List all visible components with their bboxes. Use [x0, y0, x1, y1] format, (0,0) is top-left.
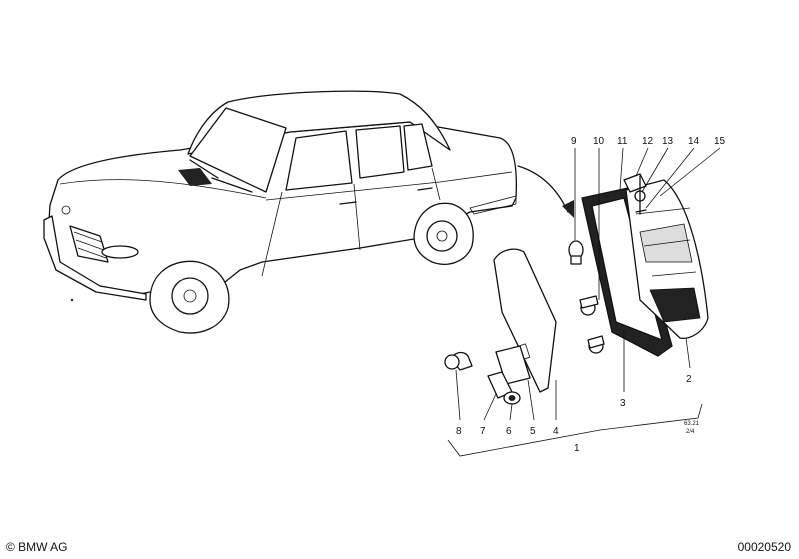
- part-6-grommet: [503, 391, 521, 405]
- callout-3: 3: [620, 398, 626, 409]
- callout-12: 12: [642, 136, 654, 147]
- callout-13: 13: [662, 136, 674, 147]
- part-2-lens: [625, 179, 709, 339]
- part-bulb-lower: [587, 335, 605, 354]
- leader-lines: [447, 147, 721, 457]
- callout-7: 7: [480, 426, 486, 437]
- code-line-2: 2/4: [686, 429, 695, 435]
- part-9-bulb: [568, 240, 584, 265]
- callout-11: 11: [617, 136, 628, 147]
- callout-4: 4: [553, 426, 559, 437]
- rear-wheel: [413, 202, 474, 265]
- callout-15: 15: [714, 136, 726, 147]
- callout-2: 2: [686, 374, 692, 385]
- copyright-label: © BMW AG: [6, 540, 68, 554]
- code-line-1: 63.21: [684, 421, 700, 427]
- diagram-number: 00020520: [737, 540, 791, 554]
- callout-6: 6: [506, 426, 512, 437]
- callout-5: 5: [530, 426, 536, 437]
- callout-labels: 9 10 11 12 13 14 15 2 3 4 5 6 7 8 1 63.2…: [456, 136, 726, 454]
- part-12-15-fasteners: [623, 173, 647, 215]
- callout-10: 10: [593, 136, 605, 147]
- part-8-bulb: [444, 351, 473, 371]
- part-10-bulb-holder: [579, 295, 599, 316]
- callout-8: 8: [456, 426, 462, 437]
- pointer-arrowhead: [562, 200, 574, 218]
- callout-1: 1: [574, 443, 580, 454]
- callout-9: 9: [571, 136, 577, 147]
- front-wheel: [149, 260, 230, 334]
- callout-14: 14: [688, 136, 700, 147]
- car-illustration: [43, 90, 518, 334]
- pointer-arrow: [517, 165, 569, 213]
